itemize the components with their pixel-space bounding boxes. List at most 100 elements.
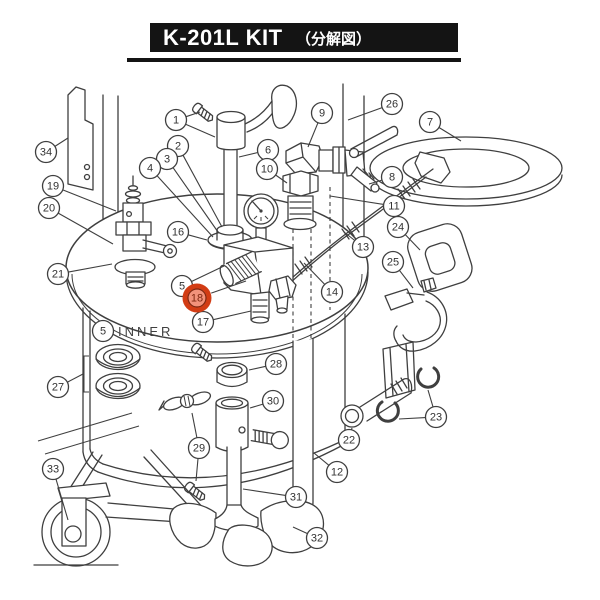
callout-5-number: 5 xyxy=(179,281,185,293)
callout-18-leader xyxy=(211,280,247,294)
set-bolt xyxy=(250,429,289,450)
screw-upper xyxy=(189,341,216,365)
callout-28-leader xyxy=(248,365,266,371)
callout-25-leader xyxy=(398,269,414,289)
callout-14-leader xyxy=(303,262,326,285)
callout-31: 31 xyxy=(242,485,308,509)
title-banner: K-201L KIT （分解図） xyxy=(127,23,461,62)
callout-11: 11 xyxy=(329,194,406,218)
callout-7-number: 7 xyxy=(427,117,433,129)
callout-10-number: 10 xyxy=(261,164,273,176)
clamp-bolt-part22 xyxy=(340,377,413,428)
callout-28: 28 xyxy=(248,352,288,376)
callout-26-number: 26 xyxy=(386,99,398,111)
callout-4-leader xyxy=(156,175,214,238)
callout-17: 17 xyxy=(191,310,252,334)
callout-32-number: 32 xyxy=(311,533,323,545)
callout-34: 34 xyxy=(34,137,69,164)
callout-11-number: 11 xyxy=(388,201,399,213)
callout-1: 1 xyxy=(164,108,216,138)
callout-27: 27 xyxy=(46,373,84,399)
callout-21-leader xyxy=(68,263,113,273)
callout-8-leader xyxy=(368,179,383,185)
callout-9-number: 9 xyxy=(319,108,325,120)
callout-16-leader xyxy=(187,234,208,241)
handle-pipes-left xyxy=(102,94,119,220)
clamp-pad-part24 xyxy=(407,223,473,293)
callout-30-leader xyxy=(249,403,264,409)
collar-part28 xyxy=(216,361,248,388)
clamp-hook-part25 xyxy=(382,288,448,399)
callout-13-number: 13 xyxy=(357,242,369,254)
callout-33-leader xyxy=(55,478,69,521)
callout-20-number: 20 xyxy=(43,203,55,215)
callout-34-leader xyxy=(54,137,69,147)
callout-28-number: 28 xyxy=(270,359,282,371)
callout-3: 3 xyxy=(155,147,219,233)
page-title-suffix: （分解図） xyxy=(296,30,371,48)
callout-24-leader xyxy=(404,234,421,251)
callout-33: 33 xyxy=(41,457,69,521)
callout-6-leader xyxy=(238,151,258,158)
callout-23-number: 23 xyxy=(430,412,442,424)
callout-16: 16 xyxy=(166,220,208,244)
callout-11-leader xyxy=(329,195,384,205)
coupling-tube-part30 xyxy=(215,396,289,453)
callout-34-number: 34 xyxy=(40,147,52,159)
knurled-knob-part18 xyxy=(219,251,262,287)
banner-underline xyxy=(127,58,461,62)
callout-20-leader xyxy=(57,212,114,245)
callout-6-number: 6 xyxy=(265,145,271,157)
callout-10-leader xyxy=(275,174,288,184)
callout-31-number: 31 xyxy=(290,492,302,504)
valve-lever xyxy=(350,125,399,158)
wing-screw xyxy=(158,391,212,411)
callout-30: 30 xyxy=(249,389,285,413)
callout-5-inner: 5 xyxy=(91,319,115,343)
callouts-layer: 1234567891011121314161718192021222324252… xyxy=(34,92,462,550)
callout-30-number: 30 xyxy=(267,396,279,408)
page-title: K-201L KIT xyxy=(163,25,283,50)
callout-29-leader xyxy=(191,412,198,438)
callout-19: 19 xyxy=(41,174,117,212)
callout-25: 25 xyxy=(381,250,414,289)
callout-3-leader xyxy=(172,167,219,233)
air-hose-part13-14 xyxy=(276,151,451,296)
callout-16-number: 16 xyxy=(172,227,184,239)
callout-32-leader xyxy=(292,526,308,535)
hose-barb-part8 xyxy=(350,166,378,192)
callout-8-number: 8 xyxy=(389,172,395,184)
callout-22-number: 22 xyxy=(343,435,355,447)
callout-29: 29 xyxy=(187,412,211,482)
callout-19-number: 19 xyxy=(47,181,59,193)
callout-32: 32 xyxy=(292,526,329,550)
propeller-part32 xyxy=(169,500,325,567)
ball-valve-assembly xyxy=(282,125,399,231)
callout-5-leader xyxy=(191,265,225,282)
callout-27-number: 27 xyxy=(52,382,64,394)
inner-parts-label: INNER xyxy=(118,324,173,339)
callout-2-number: 2 xyxy=(175,141,181,153)
callout-18-number: 18 xyxy=(191,293,203,305)
agitator-shaft-part31 xyxy=(226,446,242,506)
callout-26-leader xyxy=(347,107,383,121)
callout-20: 20 xyxy=(37,196,114,245)
callout-21-number: 21 xyxy=(52,269,64,281)
callout-1-leader xyxy=(185,123,216,138)
snap-rings-part23 xyxy=(375,366,441,423)
callout-17-number: 17 xyxy=(197,317,209,329)
callout-26: 26 xyxy=(347,92,404,121)
screw-part1 xyxy=(190,101,217,125)
callout-9-leader xyxy=(307,122,319,148)
callout-14: 14 xyxy=(303,262,344,304)
callout-29-leader xyxy=(195,458,199,482)
callout-24-number: 24 xyxy=(392,222,404,234)
safety-valve-assembly xyxy=(114,175,178,289)
callout-19-leader xyxy=(62,189,117,212)
callout-23-leader xyxy=(427,389,434,408)
callout-6: 6 xyxy=(238,138,280,162)
callout-3-number: 3 xyxy=(164,154,170,166)
callout-1-leader xyxy=(185,111,201,118)
